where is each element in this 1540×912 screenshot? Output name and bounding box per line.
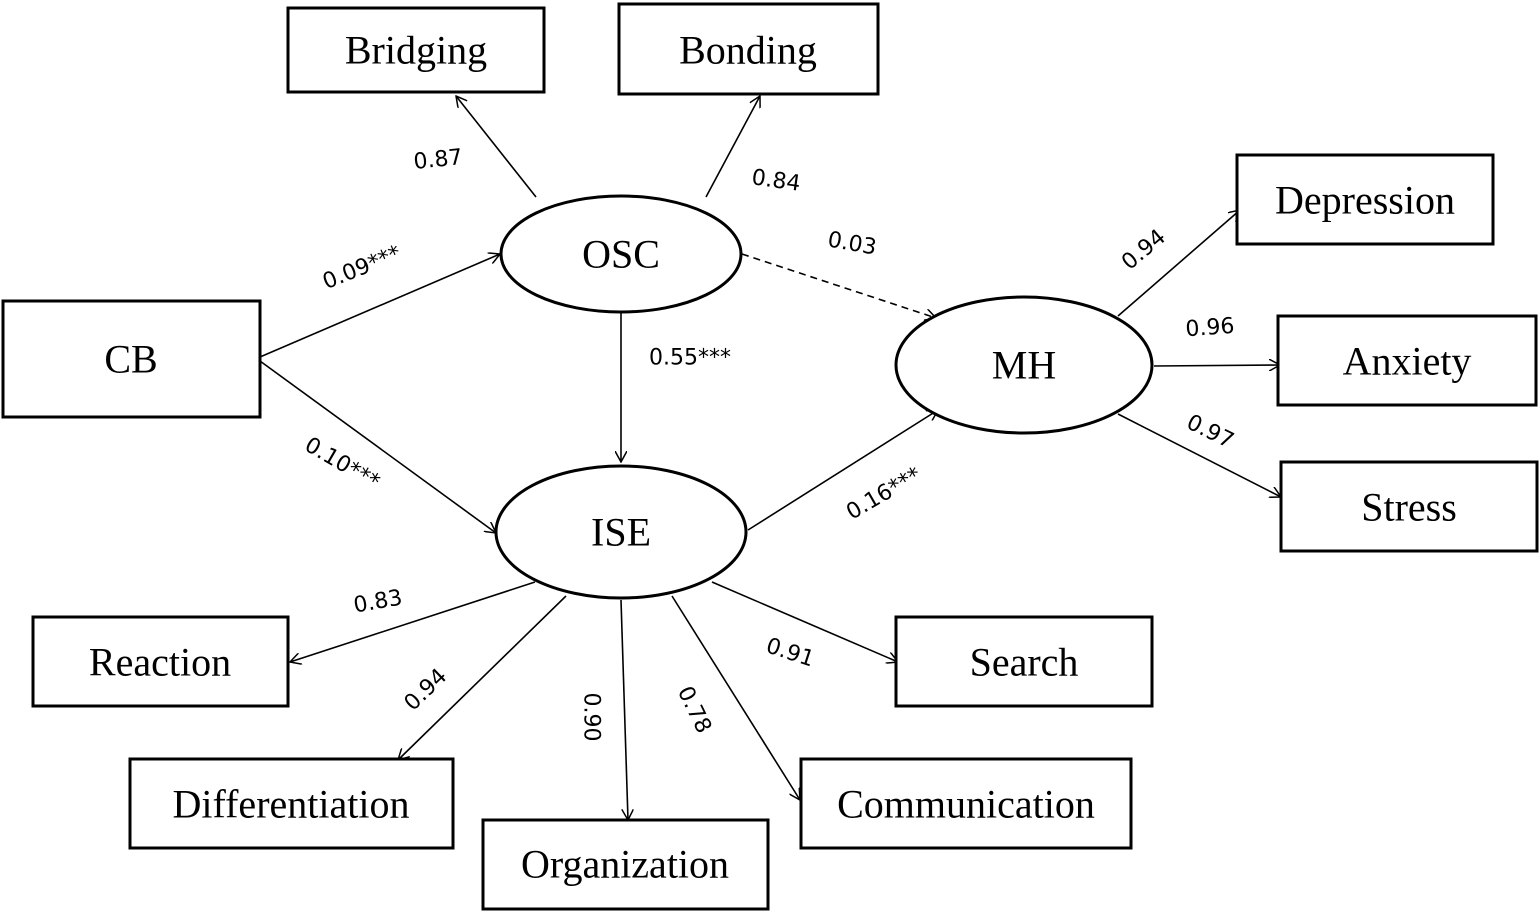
coef-ise-mh: 0.16*** [842,463,926,526]
coef-ise-reaction: 0.83 [352,585,405,618]
node-depression: Depression [1235,153,1495,246]
node-osc: OSC [499,194,743,314]
node-stress-label: Stress [1361,485,1457,530]
coef-mh-stress: 0.97 [1183,410,1238,454]
node-cb-label: CB [104,337,157,382]
node-anxiety-label: Anxiety [1343,339,1472,384]
node-communication: Communication [799,757,1133,850]
edge-cb-ise [259,360,496,533]
node-mh-label: MH [992,343,1056,388]
node-bridging-label: Bridging [345,28,487,73]
node-osc-label: OSC [582,232,660,277]
node-mh: MH [894,295,1154,435]
coef-osc-bonding: 0.84 [750,165,802,197]
edge-osc-bonding [705,96,760,198]
coef-ise-communication: 0.78 [672,683,716,738]
edge-ise-organization [620,599,628,820]
node-differentiation: Differentiation [128,757,455,850]
node-stress: Stress [1279,460,1539,553]
edge-ise-communication [671,595,800,800]
edge-mh-depression [1117,210,1240,317]
edge-ise-differentiation [398,595,567,760]
coef-osc-mh: 0.03 [826,227,879,260]
node-cb: CB [1,299,262,419]
edge-osc-mh [741,253,936,318]
node-search-label: Search [970,640,1079,685]
coef-ise-search: 0.91 [763,634,817,673]
coef-osc-ise: 0.55*** [649,346,731,371]
edges [259,96,1281,820]
coef-ise-organization: 0.90 [579,693,604,742]
node-organization: Organization [481,818,770,911]
coef-osc-bridging: 0.87 [412,145,463,175]
node-organization-label: Organization [521,842,729,887]
node-bonding-label: Bonding [679,28,817,73]
edge-mh-anxiety [1153,365,1280,366]
edge-ise-mh [747,410,938,531]
node-anxiety: Anxiety [1276,314,1538,407]
node-bridging: Bridging [286,6,546,94]
node-depression-label: Depression [1275,178,1455,223]
node-ise: ISE [494,464,748,600]
edge-ise-reaction [290,581,536,662]
coef-cb-osc: 0.09*** [319,241,404,295]
coef-ise-differentiation: 0.94 [400,664,453,716]
node-reaction-label: Reaction [89,640,231,685]
coef-mh-depression: 0.94 [1117,225,1171,276]
edge-ise-search [711,581,898,662]
edge-cb-osc [259,254,500,358]
node-search: Search [894,615,1154,708]
coef-mh-anxiety: 0.96 [1185,314,1236,342]
node-differentiation-label: Differentiation [173,782,410,827]
node-communication-label: Communication [837,782,1095,827]
node-ise-label: ISE [591,510,651,555]
node-bonding: Bonding [617,2,880,96]
node-reaction: Reaction [31,615,290,708]
edge-mh-stress [1117,413,1281,497]
edge-osc-bridging [456,96,537,198]
